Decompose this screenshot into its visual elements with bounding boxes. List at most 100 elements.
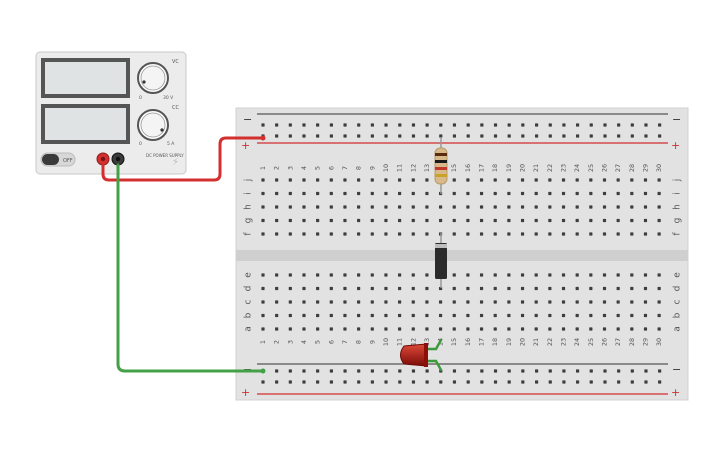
breadboard-hole[interactable] xyxy=(438,205,443,209)
rail-hole[interactable] xyxy=(411,134,416,138)
breadboard-hole[interactable] xyxy=(316,218,320,223)
breadboard-hole[interactable] xyxy=(411,191,415,196)
breadboard-hole[interactable] xyxy=(302,218,306,223)
breadboard-hole[interactable] xyxy=(575,313,579,318)
rail-hole[interactable] xyxy=(452,380,457,384)
breadboard-hole[interactable] xyxy=(630,191,634,196)
rail-hole[interactable] xyxy=(370,134,374,138)
breadboard-hole[interactable] xyxy=(466,327,470,331)
rail-hole[interactable] xyxy=(261,380,265,384)
breadboard-hole[interactable] xyxy=(357,178,361,182)
rail-hole[interactable] xyxy=(562,380,566,384)
breadboard-hole[interactable] xyxy=(630,232,634,236)
breadboard-hole[interactable] xyxy=(370,273,374,277)
breadboard-hole[interactable] xyxy=(479,191,484,196)
breadboard-hole[interactable] xyxy=(561,313,566,318)
breadboard-hole[interactable] xyxy=(589,327,593,331)
rail-hole[interactable] xyxy=(521,134,525,138)
breadboard-hole[interactable] xyxy=(384,273,388,277)
rail-hole[interactable] xyxy=(452,123,457,127)
breadboard-hole[interactable] xyxy=(302,191,306,196)
breadboard-hole[interactable] xyxy=(561,205,566,209)
breadboard-hole[interactable] xyxy=(275,327,279,331)
breadboard-hole[interactable] xyxy=(575,273,579,277)
breadboard-hole[interactable] xyxy=(657,232,661,236)
rail-hole[interactable] xyxy=(288,380,292,384)
breadboard-hole[interactable] xyxy=(425,191,429,196)
breadboard-hole[interactable] xyxy=(398,327,402,331)
breadboard-hole[interactable] xyxy=(370,191,374,196)
breadboard-hole[interactable] xyxy=(493,273,497,277)
rail-hole[interactable] xyxy=(357,380,361,384)
rail-hole[interactable] xyxy=(658,369,662,373)
rail-hole[interactable] xyxy=(316,123,320,127)
breadboard-hole[interactable] xyxy=(466,178,470,182)
breadboard-hole[interactable] xyxy=(370,205,374,209)
breadboard-hole[interactable] xyxy=(370,178,374,182)
rail-hole[interactable] xyxy=(603,369,607,373)
rail-hole[interactable] xyxy=(275,380,279,384)
breadboard-hole[interactable] xyxy=(520,300,525,304)
breadboard-hole[interactable] xyxy=(534,205,538,209)
breadboard-hole[interactable] xyxy=(316,191,320,196)
breadboard-hole[interactable] xyxy=(384,313,388,318)
breadboard-hole[interactable] xyxy=(575,327,579,331)
breadboard-hole[interactable] xyxy=(316,313,320,318)
breadboard-hole[interactable] xyxy=(438,300,443,304)
rail-hole[interactable] xyxy=(384,134,388,138)
breadboard-hole[interactable] xyxy=(548,205,552,209)
breadboard-hole[interactable] xyxy=(493,218,497,223)
breadboard-hole[interactable] xyxy=(602,178,607,182)
breadboard-hole[interactable] xyxy=(520,178,525,182)
breadboard[interactable]: − − + + − − + + 112233445566778899101011… xyxy=(235,107,689,401)
breadboard-hole[interactable] xyxy=(466,273,470,277)
breadboard-hole[interactable] xyxy=(548,218,552,223)
breadboard-hole[interactable] xyxy=(643,300,648,304)
breadboard-hole[interactable] xyxy=(466,300,470,304)
rail-hole[interactable] xyxy=(261,123,265,127)
breadboard-hole[interactable] xyxy=(329,218,333,223)
breadboard-hole[interactable] xyxy=(329,313,333,318)
rail-hole[interactable] xyxy=(480,134,484,138)
breadboard-hole[interactable] xyxy=(534,191,538,196)
breadboard-hole[interactable] xyxy=(316,232,320,236)
rail-hole[interactable] xyxy=(589,134,593,138)
breadboard-hole[interactable] xyxy=(657,273,661,277)
breadboard-hole[interactable] xyxy=(343,205,347,209)
breadboard-hole[interactable] xyxy=(616,273,620,277)
breadboard-hole[interactable] xyxy=(548,178,552,182)
breadboard-hole[interactable] xyxy=(261,300,265,304)
breadboard-hole[interactable] xyxy=(398,178,402,182)
breadboard-hole[interactable] xyxy=(548,286,552,291)
breadboard-hole[interactable] xyxy=(643,232,648,236)
rail-hole[interactable] xyxy=(302,369,306,373)
breadboard-hole[interactable] xyxy=(507,218,511,223)
rail-hole[interactable] xyxy=(644,369,648,373)
rail-hole[interactable] xyxy=(507,134,511,138)
breadboard-hole[interactable] xyxy=(302,313,306,318)
breadboard-hole[interactable] xyxy=(534,273,538,277)
breadboard-hole[interactable] xyxy=(479,286,484,291)
breadboard-hole[interactable] xyxy=(534,178,538,182)
breadboard-hole[interactable] xyxy=(589,232,593,236)
breadboard-hole[interactable] xyxy=(411,178,415,182)
breadboard-hole[interactable] xyxy=(575,232,579,236)
breadboard-hole[interactable] xyxy=(329,178,333,182)
breadboard-hole[interactable] xyxy=(275,178,279,182)
breadboard-hole[interactable] xyxy=(302,178,306,182)
rail-hole[interactable] xyxy=(343,380,347,384)
rail-hole[interactable] xyxy=(493,369,498,373)
breadboard-hole[interactable] xyxy=(616,327,620,331)
breadboard-hole[interactable] xyxy=(384,300,388,304)
breadboard-hole[interactable] xyxy=(616,313,620,318)
breadboard-hole[interactable] xyxy=(438,313,443,318)
rail-hole[interactable] xyxy=(288,134,292,138)
rail-hole[interactable] xyxy=(329,380,333,384)
rail-hole[interactable] xyxy=(275,123,279,127)
rail-hole[interactable] xyxy=(535,134,539,138)
breadboard-hole[interactable] xyxy=(329,286,333,291)
breadboard-hole[interactable] xyxy=(343,218,347,223)
breadboard-hole[interactable] xyxy=(575,178,579,182)
rail-hole[interactable] xyxy=(411,369,416,373)
